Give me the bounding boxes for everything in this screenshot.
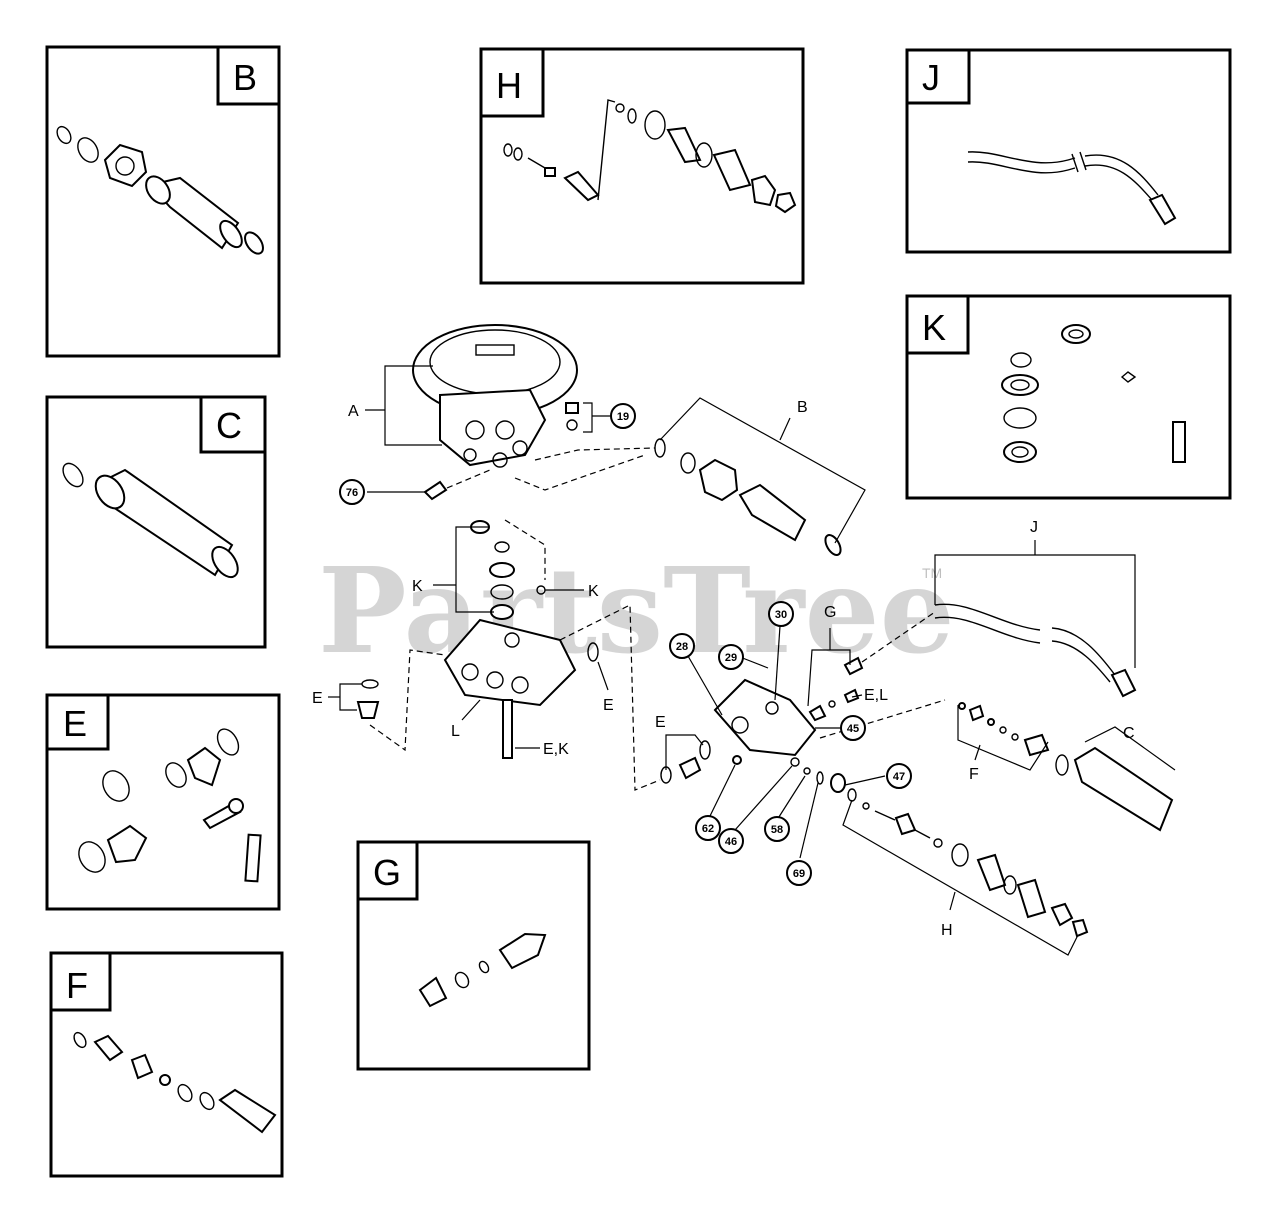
letter-labels: A B K K E E L E,K G E,L E J F C H (312, 399, 1135, 939)
leader-lines (328, 365, 1176, 956)
callout-47[interactable]: 47 (886, 763, 912, 789)
panel-j-parts (967, 151, 1177, 226)
panel-b[interactable]: B (45, 45, 281, 358)
panel-k-label: K (922, 307, 946, 348)
watermark: PartsTree TM (318, 541, 955, 680)
svg-text:28: 28 (676, 641, 688, 653)
panel-e[interactable]: E (45, 693, 281, 911)
label-e-left: E (312, 690, 323, 707)
label-j: J (1030, 519, 1038, 536)
pump-body (439, 388, 547, 467)
svg-text:46: 46 (725, 836, 737, 848)
svg-text:76: 76 (346, 487, 358, 499)
callout-28[interactable]: 28 (669, 633, 695, 659)
pump-assembly (356, 324, 1174, 938)
panel-k[interactable]: K (905, 294, 1232, 500)
svg-text:19: 19 (617, 411, 629, 423)
panel-j-label: J (922, 57, 940, 98)
panel-c-label: C (216, 405, 242, 446)
svg-text:30: 30 (775, 609, 787, 621)
panel-b-label: B (233, 57, 257, 98)
panel-h-parts (503, 99, 797, 214)
callout-19[interactable]: 19 (610, 403, 636, 429)
svg-text:69: 69 (793, 868, 805, 880)
callout-62[interactable]: 62 (695, 815, 721, 841)
panel-j[interactable]: J (905, 48, 1232, 254)
label-k-left: K (412, 578, 423, 595)
manifold (443, 618, 577, 707)
panel-c[interactable]: C (45, 395, 267, 649)
panel-k-parts (1001, 324, 1186, 463)
panel-f[interactable]: F (49, 951, 284, 1178)
label-h: H (941, 922, 953, 939)
svg-text:45: 45 (847, 723, 859, 735)
panel-e-parts (78, 728, 262, 883)
callout-58[interactable]: 58 (764, 816, 790, 842)
svg-text:58: 58 (771, 824, 783, 836)
label-e-mid: E (655, 714, 666, 731)
watermark-text: PartsTree (318, 541, 955, 680)
panel-g-parts (418, 932, 547, 1008)
callouts: 19 76 28 29 30 45 47 62 (339, 403, 912, 886)
panel-g-label: G (373, 852, 401, 893)
label-b: B (797, 399, 808, 416)
panel-h[interactable]: H (479, 47, 805, 285)
label-g: G (824, 604, 836, 621)
label-f: F (969, 766, 979, 783)
panel-c-parts (62, 462, 239, 579)
panel-g[interactable]: G (356, 840, 591, 1071)
watermark-tm: TM (922, 565, 942, 581)
panel-f-parts (73, 1031, 277, 1134)
svg-text:62: 62 (702, 823, 714, 835)
label-c: C (1123, 725, 1135, 742)
label-l: L (451, 723, 460, 740)
label-a: A (348, 403, 359, 420)
svg-text:29: 29 (725, 652, 737, 664)
valve-body (713, 678, 817, 757)
panel-h-label: H (496, 65, 522, 106)
label-ek: E,K (543, 741, 569, 758)
svg-text:47: 47 (893, 771, 905, 783)
callout-30[interactable]: 30 (768, 601, 794, 627)
callout-76[interactable]: 76 (339, 479, 365, 505)
callout-45[interactable]: 45 (840, 715, 866, 741)
callout-69[interactable]: 69 (786, 860, 812, 886)
label-k-right: K (588, 583, 599, 600)
panel-b-parts (56, 125, 264, 255)
label-e-right: E (603, 697, 614, 714)
label-el: E,L (864, 687, 888, 704)
panel-f-label: F (66, 965, 88, 1006)
callout-29[interactable]: 29 (718, 644, 744, 670)
callout-46[interactable]: 46 (718, 828, 744, 854)
panel-e-label: E (63, 703, 87, 744)
